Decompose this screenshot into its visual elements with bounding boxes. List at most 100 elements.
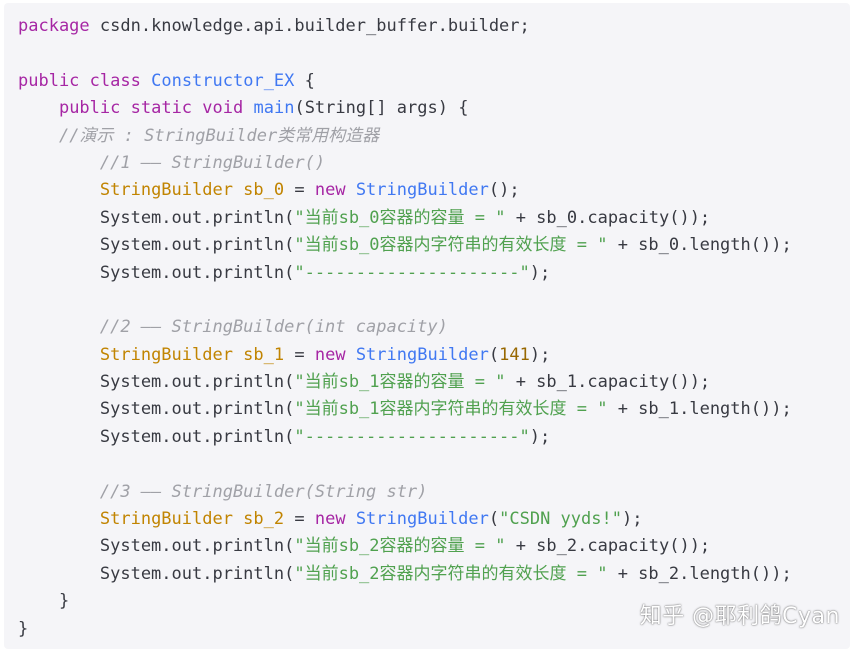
code-line: System.out.println("--------------------…	[18, 260, 850, 287]
code-token: System.out.println(	[18, 235, 295, 256]
code-block: package csdn.knowledge.api.builder_buffe…	[4, 3, 850, 649]
code-line: }	[18, 588, 850, 615]
code-token: StringBuilder	[355, 509, 489, 530]
code-token: StringBuilder sb_1	[99, 344, 285, 365]
code-token: {	[294, 70, 315, 91]
code-token: StringBuilder sb_0	[99, 180, 285, 201]
code-token	[18, 509, 100, 529]
code-token: );	[621, 509, 643, 530]
code-token: + sb_0.capacity());	[505, 207, 711, 228]
code-token	[346, 345, 356, 365]
code-token: 141	[499, 344, 530, 365]
code-line: //演示 : StringBuilder类常用构造器	[18, 123, 850, 150]
code-token: "当前sb_1容器的容量 = "	[294, 372, 506, 393]
code-token	[18, 126, 59, 146]
code-token: }	[18, 591, 70, 612]
code-token: "---------------------"	[294, 262, 530, 283]
code-token: //演示 : StringBuilder类常用构造器	[58, 125, 380, 146]
code-token: //1 —— StringBuilder()	[99, 152, 326, 173]
code-line: System.out.println("当前sb_2容器的容量 = " + sb…	[18, 533, 850, 560]
code-token: + sb_2.capacity());	[505, 536, 711, 557]
code-token: System.out.println(	[18, 563, 295, 584]
code-token: public	[18, 70, 80, 91]
code-token: "当前sb_0容器内字符串的有效长度 = "	[294, 235, 608, 256]
code-token	[18, 153, 100, 173]
code-token: //2 —— StringBuilder(int capacity)	[99, 317, 448, 338]
code-token	[18, 345, 100, 365]
code-line: StringBuilder sb_2 = new StringBuilder("…	[18, 506, 850, 533]
code-token: new	[314, 344, 346, 365]
code-token: "当前sb_1容器内字符串的有效长度 = "	[294, 399, 608, 420]
code-token	[346, 509, 356, 529]
code-token: void	[202, 98, 244, 119]
code-token	[243, 98, 253, 118]
code-token: );	[529, 426, 551, 447]
code-line: System.out.println("--------------------…	[18, 424, 850, 451]
code-token: main	[253, 98, 295, 119]
code-content: package csdn.knowledge.api.builder_buffe…	[18, 13, 850, 643]
code-token: =	[284, 509, 315, 530]
code-token: );	[529, 262, 551, 283]
code-line: System.out.println("当前sb_1容器的容量 = " + sb…	[18, 369, 850, 396]
code-token: + sb_2.length());	[607, 563, 792, 584]
code-token: }	[18, 618, 29, 639]
code-line: }	[18, 616, 850, 643]
code-line: System.out.println("当前sb_0容器的容量 = " + sb…	[18, 205, 850, 232]
code-token	[18, 180, 100, 200]
code-line: public static void main(String[] args) {	[18, 95, 850, 122]
code-token: =	[284, 344, 315, 365]
code-token	[18, 482, 100, 502]
code-line: System.out.println("当前sb_0容器内字符串的有效长度 = …	[18, 232, 850, 259]
code-line	[18, 451, 850, 478]
code-token: (	[488, 509, 500, 530]
code-token: System.out.println(	[18, 536, 295, 557]
watermark: 知乎 @耶利鸽Cyan	[639, 604, 840, 629]
code-token: "当前sb_2容器内字符串的有效长度 = "	[294, 563, 608, 584]
code-token: ();	[488, 180, 520, 201]
code-token: csdn.knowledge.api.builder_buffer.builde…	[89, 16, 530, 36]
code-line: package csdn.knowledge.api.builder_buffe…	[18, 13, 850, 40]
code-token: (String[] args) {	[294, 98, 469, 119]
code-token: System.out.println(	[18, 399, 295, 420]
code-token: "当前sb_0容器的容量 = "	[294, 207, 506, 228]
code-line: StringBuilder sb_0 = new StringBuilder()…	[18, 177, 850, 204]
code-line	[18, 40, 850, 67]
code-token: public	[58, 98, 121, 119]
code-token	[18, 317, 100, 337]
code-token: static	[130, 98, 193, 119]
code-token: package	[18, 16, 90, 36]
code-token: + sb_1.length());	[607, 399, 792, 420]
code-line	[18, 287, 850, 314]
code-token: StringBuilder	[355, 180, 489, 201]
code-line: //1 —— StringBuilder()	[18, 150, 850, 177]
code-token	[141, 71, 151, 91]
code-token	[120, 98, 130, 118]
code-line: //3 —— StringBuilder(String str)	[18, 479, 850, 506]
code-token: (	[488, 344, 500, 365]
code-token: System.out.println(	[18, 207, 295, 228]
code-token: //3 —— StringBuilder(String str)	[99, 481, 428, 502]
code-token: "---------------------"	[294, 426, 530, 447]
code-token	[192, 98, 202, 118]
code-token: "CSDN yyds!"	[499, 509, 622, 530]
code-token: + sb_1.capacity());	[505, 372, 711, 393]
code-token: new	[314, 180, 346, 201]
code-token: new	[314, 509, 346, 530]
code-line: public class Constructor_EX {	[18, 68, 850, 95]
code-token	[346, 180, 356, 200]
code-line: //2 —— StringBuilder(int capacity)	[18, 314, 850, 341]
code-token	[79, 71, 89, 91]
code-token: StringBuilder	[355, 344, 489, 365]
code-line: StringBuilder sb_1 = new StringBuilder(1…	[18, 342, 850, 369]
code-token	[18, 98, 59, 118]
code-token: StringBuilder sb_2	[99, 509, 285, 530]
code-line: System.out.println("当前sb_1容器内字符串的有效长度 = …	[18, 396, 850, 423]
code-token: System.out.println(	[18, 262, 295, 283]
code-token: );	[529, 344, 551, 365]
code-token: System.out.println(	[18, 426, 295, 447]
code-token: System.out.println(	[18, 372, 295, 393]
code-token: + sb_0.length());	[607, 235, 792, 256]
code-token: =	[284, 180, 315, 201]
code-token: class	[89, 70, 141, 91]
code-token: Constructor_EX	[151, 70, 295, 91]
